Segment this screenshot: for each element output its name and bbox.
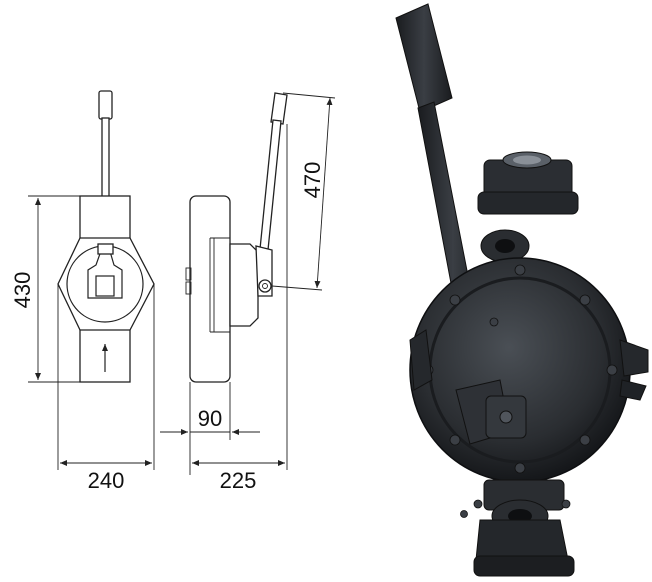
pump-right-lug-lower <box>619 379 647 401</box>
dim-90-label: 90 <box>198 406 222 431</box>
side-housing <box>229 243 259 327</box>
front-top-flange <box>79 195 131 245</box>
side-pivot-bolt <box>258 279 272 293</box>
front-handle-grip <box>98 90 113 120</box>
dim-470-label: 470 <box>300 162 325 199</box>
side-handle-shaft <box>259 119 282 251</box>
pump-top-cap-inner <box>513 155 541 165</box>
pump-render <box>395 3 649 577</box>
dim-430-label: 430 <box>10 272 35 309</box>
pump-upper-port-hole <box>495 239 515 253</box>
side-pivot-bolt-inner <box>262 283 268 289</box>
dimension-labels: 430 470 90 240 225 <box>10 162 325 493</box>
side-port-2 <box>185 281 192 295</box>
pump-handle-grip <box>395 3 453 113</box>
dimension-lines <box>28 92 336 475</box>
pump-main-body <box>409 257 631 483</box>
pump-top-flange <box>477 191 579 215</box>
side-handle-grip <box>270 92 288 125</box>
front-linkage <box>87 247 123 299</box>
front-view <box>57 90 155 383</box>
side-port-1 <box>185 267 192 281</box>
side-view <box>185 92 288 383</box>
pump-pivot-bolt <box>499 410 513 424</box>
pump-left-lug <box>409 329 433 391</box>
pump-base <box>475 519 569 561</box>
pump-base-flange <box>473 555 575 577</box>
pump-right-lug <box>619 339 649 377</box>
dim-225-label: 225 <box>220 468 257 493</box>
front-linkage-block <box>95 275 115 297</box>
pump-base-bolts <box>460 499 571 518</box>
dim-240-label: 240 <box>88 468 125 493</box>
front-linkage-top <box>97 243 114 255</box>
